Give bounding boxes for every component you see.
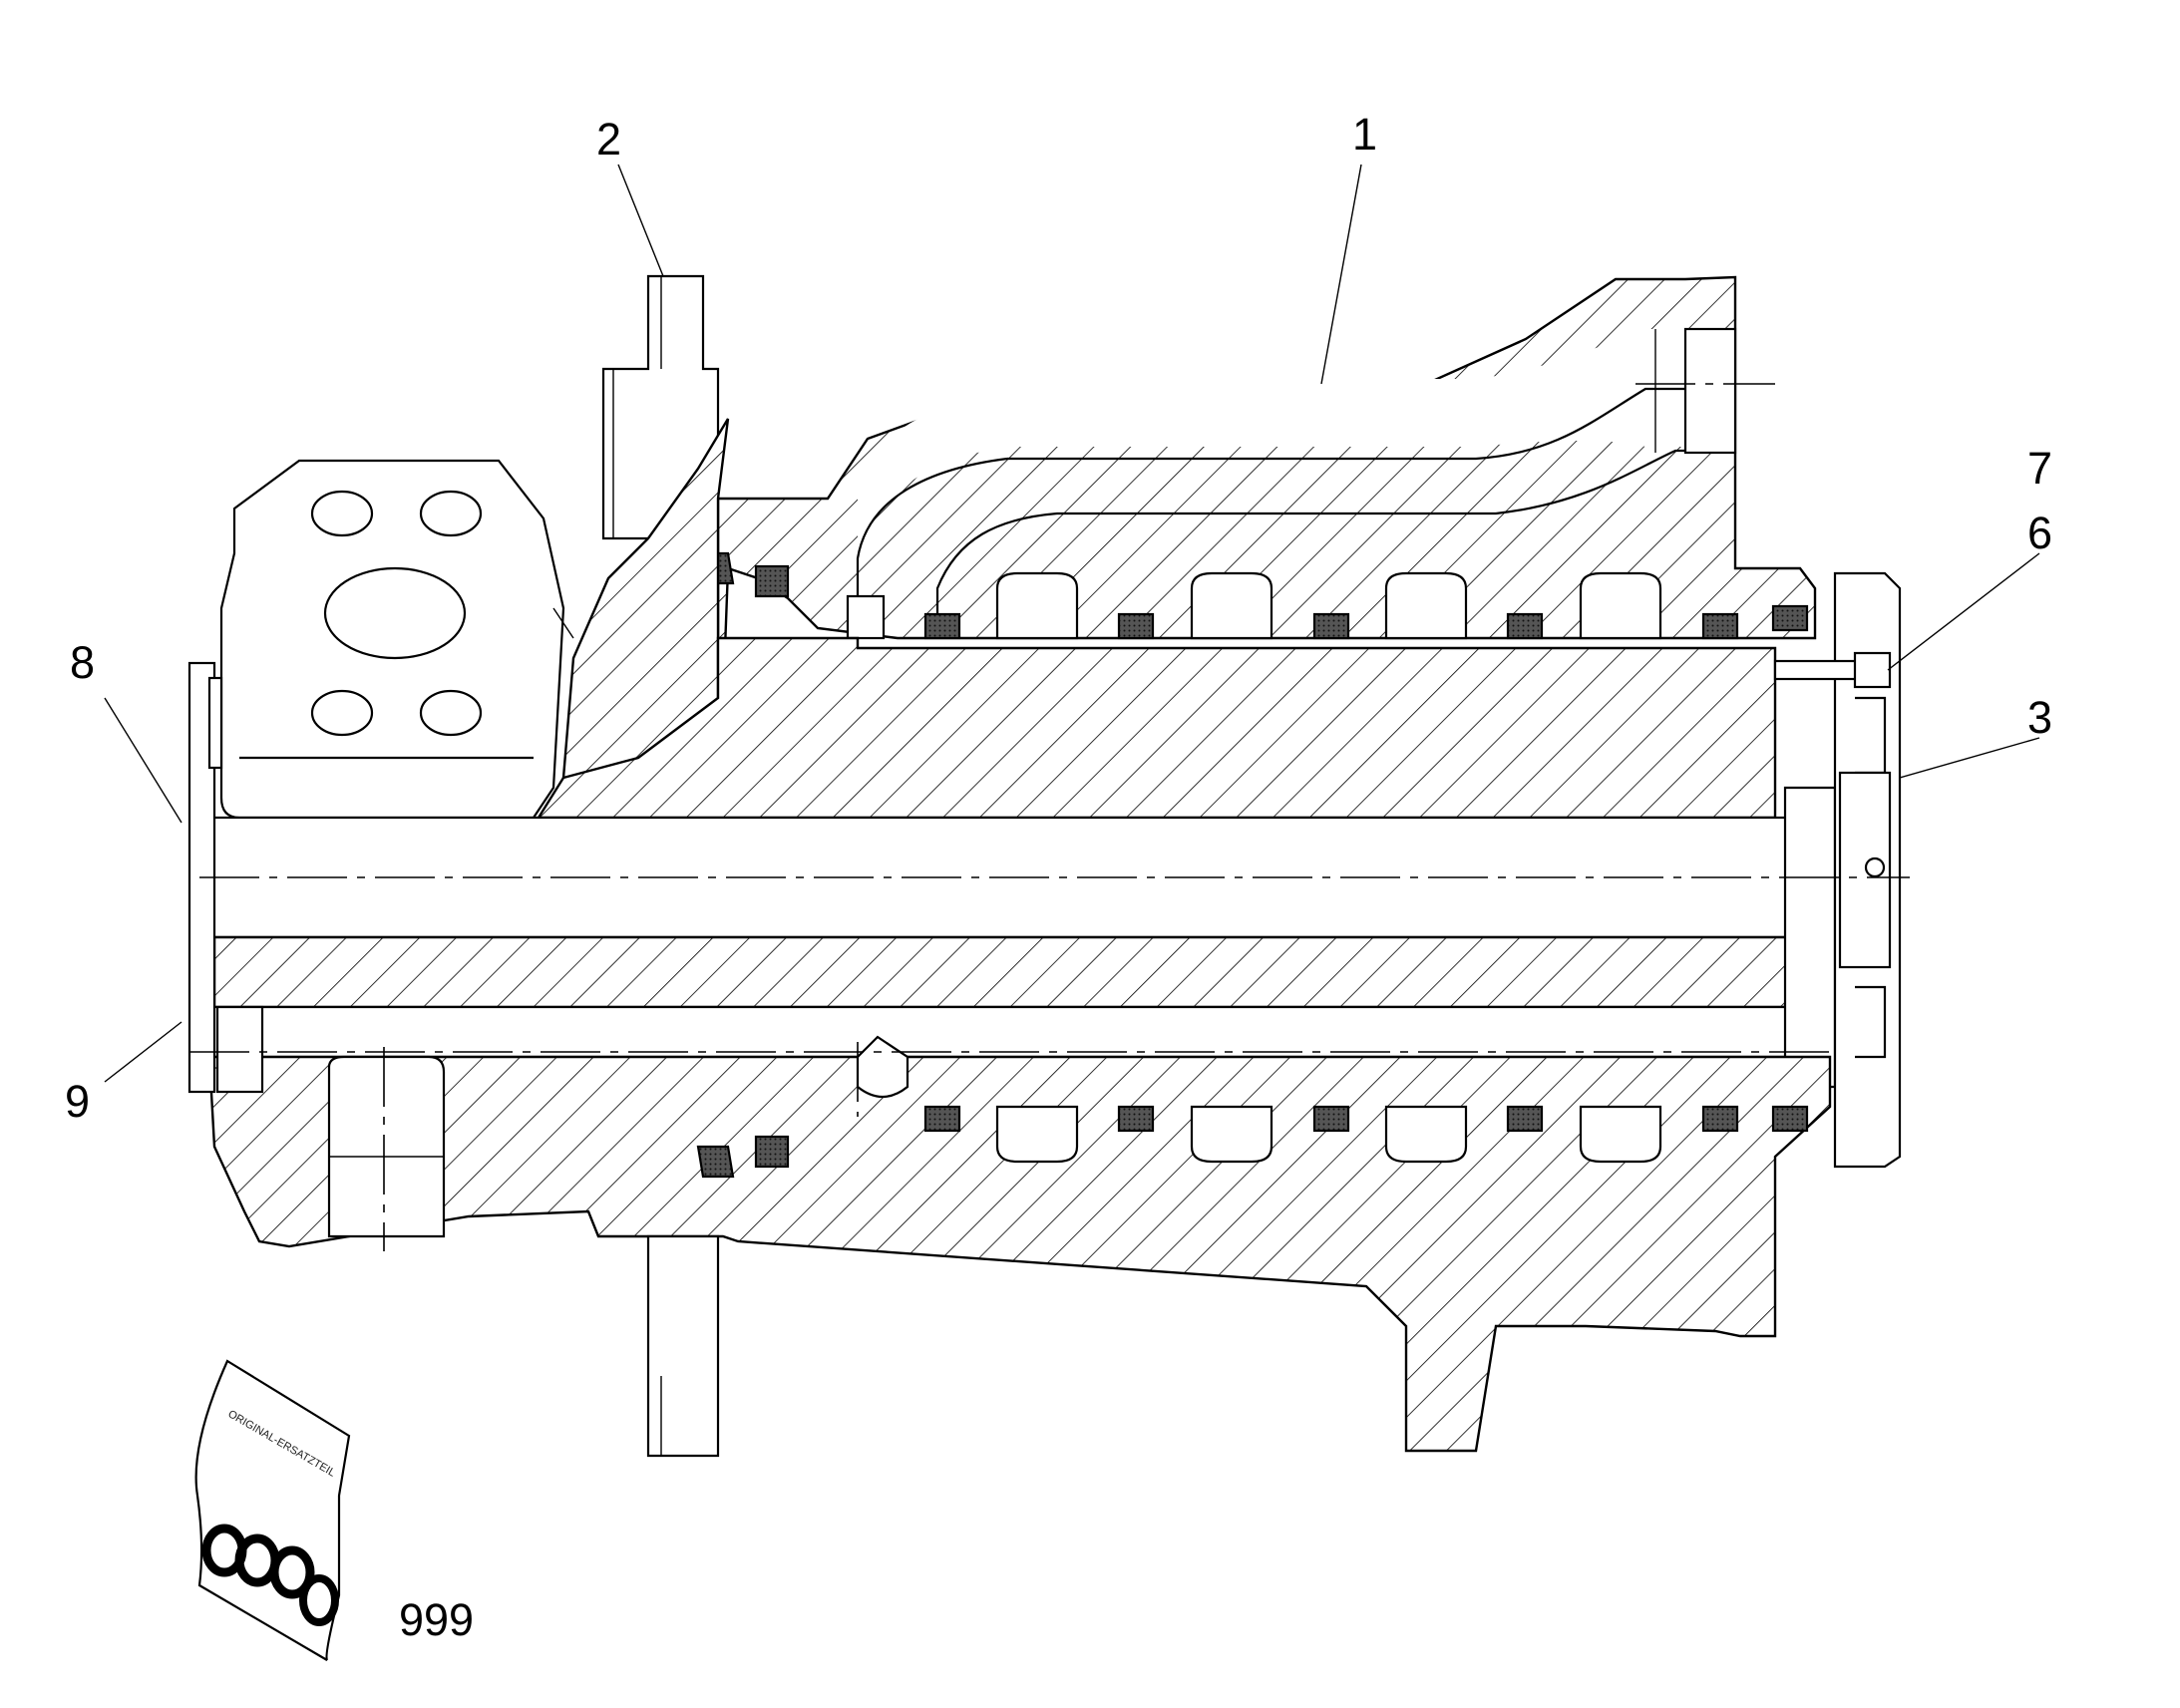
callout-labels: 1 2 3 6 7 8 9 999 (65, 109, 2052, 1645)
callout-7: 7 (2027, 443, 2052, 494)
left-cover-plate (187, 661, 264, 1094)
port-block (219, 459, 574, 820)
callout-999: 999 (399, 1594, 474, 1645)
leader-lines (104, 164, 2040, 1083)
callout-9: 9 (65, 1076, 90, 1127)
lower-seal-rings (696, 1105, 1809, 1179)
callout-2: 2 (596, 114, 621, 165)
center-lines (189, 383, 1910, 1251)
end-cover-part-3 (1773, 571, 1902, 1169)
seal-kit-bag: ORIGINAL-ERSATZTEIL (194, 1359, 351, 1661)
callout-6: 6 (2027, 508, 2052, 558)
upper-grooves (846, 571, 1662, 640)
shaft (202, 636, 1842, 1089)
callout-3: 3 (2027, 692, 2052, 743)
housing-upper (716, 275, 1817, 839)
callout-1: 1 (1352, 109, 1377, 160)
upper-seal-rings (696, 551, 1809, 640)
o-ring-icons (201, 1524, 339, 1626)
callout-8: 8 (70, 637, 95, 688)
housing-lower (207, 1035, 1832, 1458)
